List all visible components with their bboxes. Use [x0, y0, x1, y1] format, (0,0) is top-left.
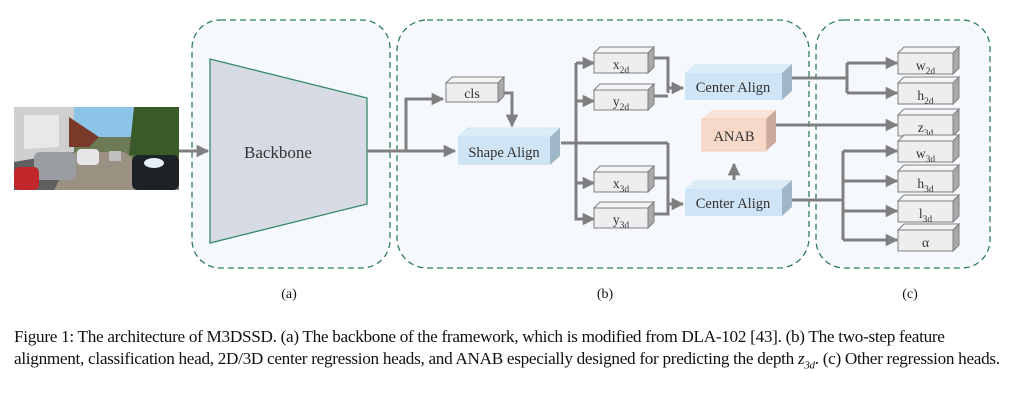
- cls-label: cls: [464, 87, 480, 102]
- head-h-3d-c: h3d: [896, 163, 961, 195]
- panel-b-label: (b): [597, 287, 614, 302]
- panel-a-label: (a): [281, 287, 297, 302]
- head-h-2d-c-label: h2d: [917, 88, 934, 107]
- anab-block: ANAB: [701, 110, 776, 152]
- caption-math: z3d: [797, 349, 815, 372]
- center-align-top-block: Center Align: [685, 64, 792, 100]
- head-z-3d-c: z3d: [896, 107, 961, 139]
- center-align-bottom-label: Center Align: [696, 196, 771, 212]
- head-h-3d-c-label: h3d: [917, 176, 934, 195]
- head-alpha-none-c-label: α: [922, 235, 929, 250]
- head-l-3d-c: l3d: [896, 193, 961, 225]
- connector-backbone-out: [367, 56, 741, 226]
- architecture-diagram: Backbone cls Shape Align x2d y2d x3d y3d: [179, 19, 991, 302]
- head-x-3d-label: x3d: [613, 176, 630, 195]
- center-align-bottom-block: Center Align: [685, 180, 792, 216]
- panel-c-label: (c): [902, 287, 918, 302]
- head-w-2d-c-label: w2d: [916, 58, 936, 77]
- head-alpha-none-c: α: [896, 222, 961, 253]
- head-z-3d-c-label: z3d: [918, 120, 934, 139]
- head-y-3d-label: y3d: [613, 212, 630, 231]
- head-x-2d: x2d: [592, 45, 656, 76]
- head-w-3d-c: w3d: [896, 133, 961, 165]
- head-x-3d: x3d: [592, 164, 656, 195]
- head-x-2d-label: x2d: [613, 57, 630, 76]
- input-image: [14, 107, 179, 190]
- backbone-block: [209, 58, 368, 244]
- shape-align-label: Shape Align: [468, 145, 540, 161]
- head-w-2d-c: w2d: [896, 45, 961, 77]
- head-l-3d-c-label: l3d: [919, 206, 933, 225]
- head-w-3d-c-label: w3d: [916, 146, 936, 165]
- center-align-top-label: Center Align: [696, 80, 771, 96]
- caption-text: Figure 1: The architecture of M3DSSD. (a…: [14, 327, 945, 368]
- shape-align-block: Shape Align: [456, 127, 562, 165]
- anab-label: ANAB: [713, 129, 754, 145]
- figure-caption: Figure 1: The architecture of M3DSSD. (a…: [14, 326, 1010, 376]
- caption-suffix: . (c) Other regression heads.: [814, 349, 1000, 368]
- head-y-2d-label: y2d: [613, 94, 630, 113]
- head-y-2d: y2d: [592, 82, 656, 113]
- backbone-label: Backbone: [244, 143, 312, 162]
- head-h-2d-c: h2d: [896, 75, 961, 107]
- head-y-3d: y3d: [592, 200, 656, 231]
- cls-head: cls: [444, 75, 506, 104]
- connector-to-panel-c: [776, 56, 899, 247]
